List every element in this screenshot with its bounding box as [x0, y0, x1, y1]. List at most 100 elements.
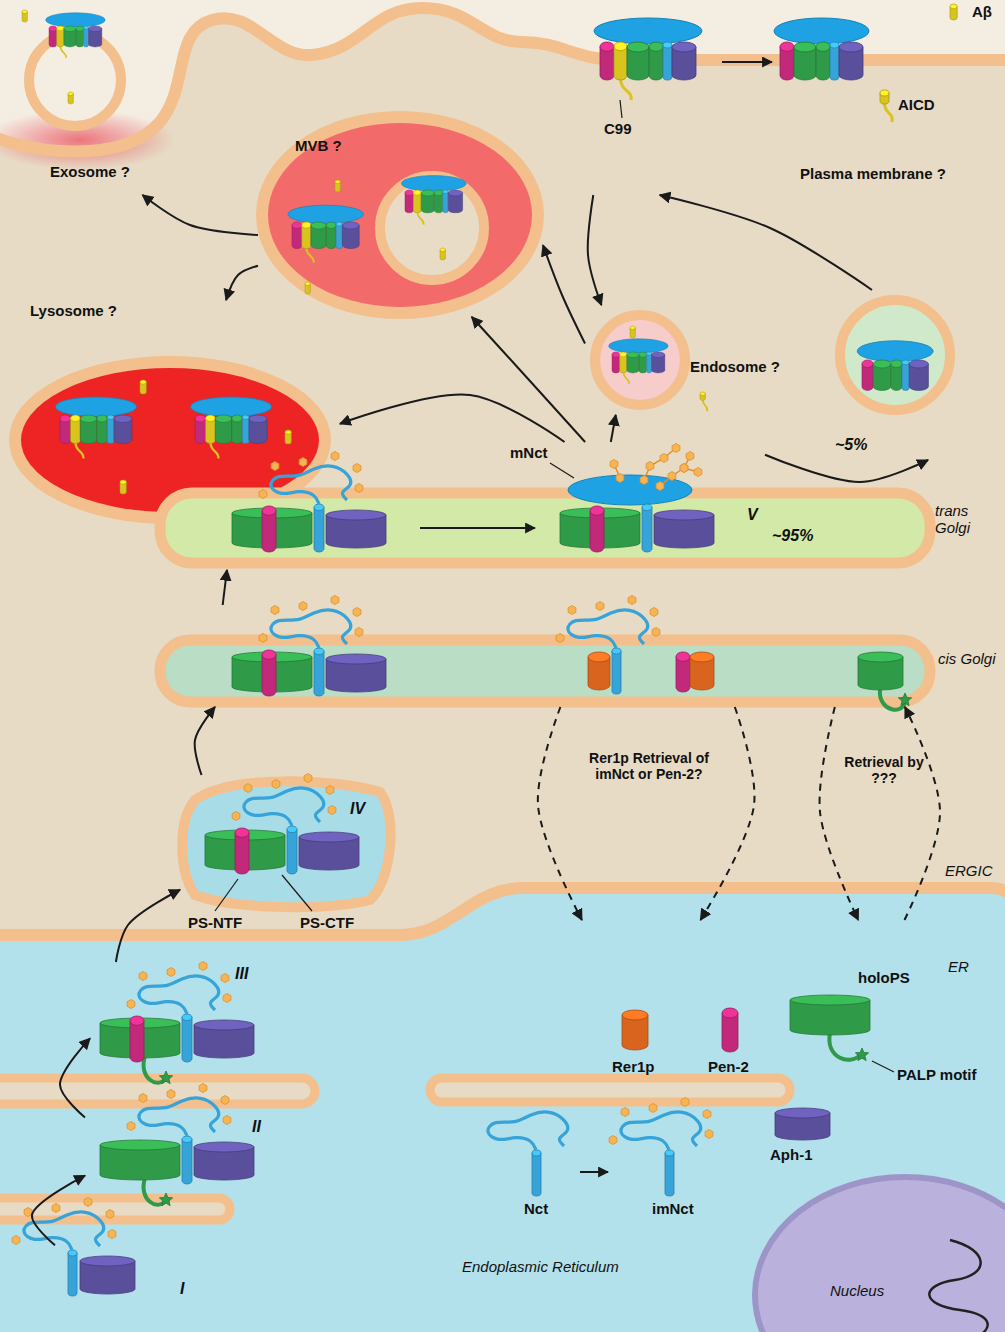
illustration-part [311, 222, 326, 229]
compartment-node: EREndoplasmic ReticulumIIIIII [0, 920, 1005, 1332]
illustration-part [609, 1136, 617, 1145]
illustration-part [401, 176, 466, 225]
illustration-part [331, 596, 339, 605]
node-label: Endosome ? [690, 358, 780, 375]
illustration-part [232, 812, 240, 821]
illustration-part [0, 0, 1005, 151]
illustration-part [182, 1136, 192, 1143]
compartment-node: III [90, 962, 275, 1068]
illustration-part [130, 1016, 144, 1025]
transport-arrow [32, 1176, 85, 1246]
illustration-part [271, 466, 351, 504]
illustration-part [304, 774, 312, 783]
illustration-part [700, 392, 705, 396]
illustration-part [326, 786, 334, 795]
illustration-part [249, 415, 267, 423]
illustration-part [705, 1130, 713, 1139]
illustration-part [690, 652, 714, 662]
node-label: Endoplasmic Reticulum [462, 1258, 619, 1275]
illustration-part [703, 400, 708, 411]
illustration-part [532, 1153, 541, 1196]
illustration-part [262, 511, 276, 552]
illustration-part [56, 397, 137, 459]
illustration-part [580, 1171, 608, 1173]
compartment-node: Exosome ? [15, 5, 165, 195]
illustration-part [244, 788, 324, 826]
illustration-part [242, 415, 249, 420]
illustration-part [722, 1013, 738, 1052]
illustration-part [568, 610, 648, 648]
illustration-part [647, 354, 652, 373]
illustration-part [287, 826, 297, 833]
illustration-part [880, 90, 889, 96]
illustration-part [443, 192, 448, 213]
illustration-part [22, 10, 27, 14]
node-label: mNct [510, 444, 548, 461]
illustration-part [285, 430, 291, 444]
illustration-part [71, 418, 81, 443]
illustration-part [652, 352, 665, 358]
illustration-part [210, 442, 218, 459]
compartment-node: I [55, 1205, 205, 1320]
illustration-part [56, 397, 137, 417]
illustration-part [560, 444, 714, 553]
illustration-part [89, 26, 102, 32]
illustration-part [628, 596, 636, 605]
illustration-part [421, 190, 434, 196]
illustration-part [68, 1253, 77, 1296]
illustration-part [621, 78, 632, 100]
illustration-part [64, 26, 76, 32]
illustration-part [120, 480, 126, 494]
illustration-part [353, 608, 361, 617]
illustration-part [167, 968, 175, 977]
illustration-part [24, 1212, 104, 1250]
illustration-part [206, 415, 216, 422]
transport-arrow [60, 1038, 90, 1117]
illustration-part [139, 1094, 147, 1103]
illustration-part [665, 1153, 674, 1196]
illustration-part [84, 26, 89, 29]
part-label: Aph-1 [770, 1146, 813, 1163]
illustration-part [568, 606, 576, 615]
node-label: cis Golgi [938, 650, 1002, 667]
illustration-part [694, 468, 702, 477]
illustration-part [68, 92, 73, 96]
illustration-part [29, 34, 121, 126]
illustration-part [160, 640, 930, 702]
illustration-part [140, 380, 146, 384]
illustration-part [97, 415, 108, 422]
part-label: Nct [524, 1200, 548, 1217]
illustration-part [627, 42, 649, 52]
illustration-part [668, 472, 676, 481]
compartment-node: Plasma membrane ? [585, 15, 1000, 195]
illustration-part [620, 354, 627, 373]
illustration-part [191, 397, 272, 459]
illustration-part [858, 652, 903, 662]
illustration-part [595, 315, 685, 405]
illustration-part [646, 462, 654, 471]
illustration-part [443, 190, 448, 194]
illustration-part [235, 833, 249, 874]
transport-arrow [611, 415, 616, 442]
illustration-part [46, 13, 105, 27]
illustration-part [120, 480, 126, 484]
illustration-part [884, 103, 892, 122]
transport-arrow [543, 245, 585, 343]
illustration-part [780, 42, 794, 51]
illustration-part [588, 652, 610, 662]
illustration-part [336, 224, 342, 249]
illustration-part [672, 444, 680, 453]
illustration-part [57, 26, 64, 31]
illustration-part [182, 1014, 192, 1021]
node-label: Nucleus [830, 1282, 884, 1299]
illustration-part [590, 506, 604, 515]
illustration-part [440, 248, 445, 260]
illustration-part [891, 360, 902, 367]
illustration-part [199, 1084, 207, 1093]
part-label: Aβ [972, 3, 992, 20]
illustration-part [75, 442, 83, 459]
illustration-part [857, 341, 933, 362]
illustration-part [596, 602, 604, 611]
